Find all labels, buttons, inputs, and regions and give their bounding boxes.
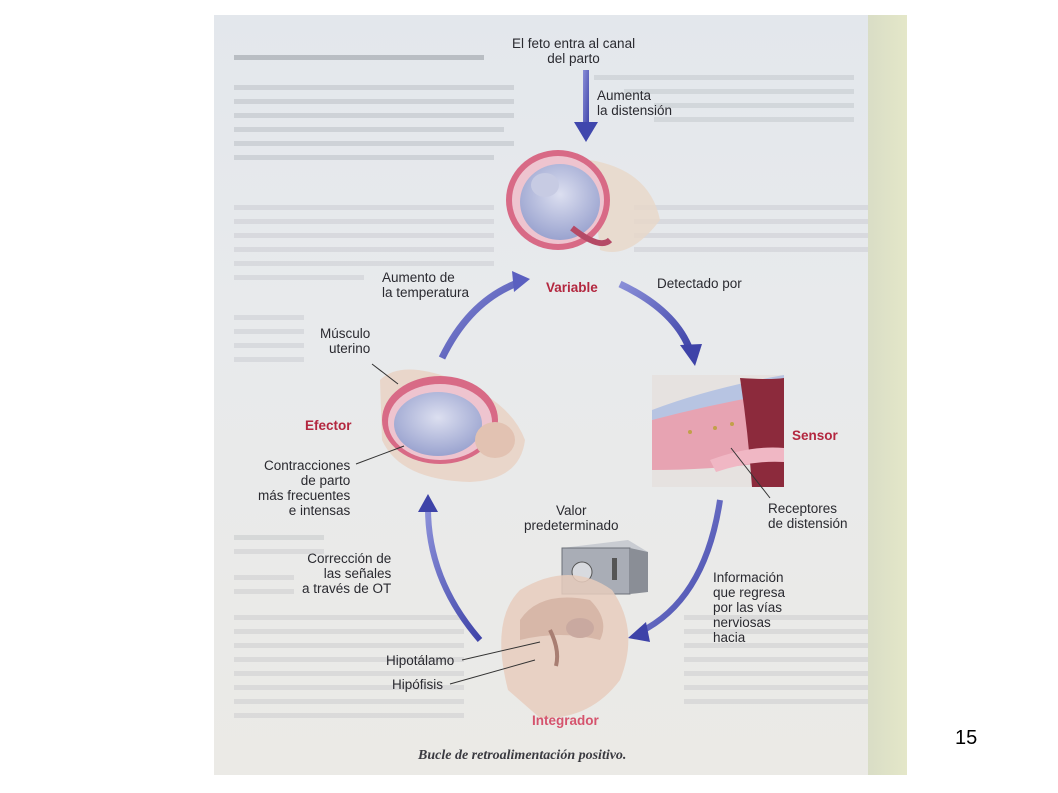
integrator-label: Integrador [532,713,599,728]
ghost-text-line [234,713,464,718]
ghost-text-line [234,615,464,620]
top-label: El feto entra al canal del parto [512,36,636,66]
ghost-text-line [684,643,894,648]
down-arrow [574,70,598,142]
background-text-lines [234,55,894,718]
figure-caption: Bucle de retroalimentación positivo. [418,748,627,763]
ghost-text-line [654,103,854,108]
ghost-text-line [234,671,464,676]
ghost-text-line [654,117,854,122]
ghost-text-line [234,643,464,648]
ghost-text-line [234,329,304,334]
variable-label: Variable [546,280,598,295]
stimulus-label: Aumenta la distensión [597,88,673,118]
ghost-text-line [634,219,894,224]
ghost-text-line [234,127,504,132]
ghost-text-line [234,155,494,160]
ghost-text-line [684,629,894,634]
ghost-text-line [234,685,464,690]
info-label: Información que regresa por las vías ner… [713,570,786,645]
ghost-text-line [234,535,324,540]
ghost-text-line [684,671,894,676]
ghost-text-line [634,205,894,210]
effector-label: Efector [305,418,352,433]
sensor-label: Sensor [792,428,838,443]
hypothalamus-label: Hipotálamo [386,653,455,668]
receptors-label: Receptores de distensión [768,501,848,531]
ghost-text-line [624,89,854,94]
uterine-wall-sensor-illustration [652,375,784,499]
ghost-text-line [234,575,294,580]
ghost-text-line [594,75,854,80]
ghost-text-line [234,629,464,634]
temperature-label: Aumento de la temperatura [382,270,470,300]
ghost-text-line [684,615,894,620]
ghost-text-line [234,205,494,210]
ghost-text-line [234,113,514,118]
arrow-to-integrator [638,499,723,635]
head-brain-illustration [501,575,629,719]
muscle-label: Músculo uterino [320,326,371,356]
ghost-text-line [234,85,514,90]
ghost-text-line [234,343,304,348]
ghost-text-line [684,657,894,662]
arrow-to-variable [438,278,522,360]
arrow-to-sensor [618,280,694,352]
ghost-text-line [684,699,894,704]
ghost-text-line [234,99,514,104]
ghost-text-line [234,275,364,280]
correction-label: Corrección de las señales a través de OT [302,551,392,596]
page-number: 15 [955,727,978,749]
ghost-text-line [234,55,484,60]
set-point-label: Valor predeterminado [524,503,619,533]
ghost-text-line [234,589,294,594]
ghost-text-line [234,357,304,362]
effector-uterus-illustration [380,369,525,482]
ghost-text-line [234,315,304,320]
ghost-text-line [234,261,494,266]
ghost-text-line [234,141,514,146]
arrow-to-effector [425,507,483,642]
contractions-label: Contracciones de parto más frecuentes e … [258,458,351,518]
uterus-fetus-illustration [506,150,660,252]
ghost-text-line [234,233,494,238]
ghost-text-line [634,233,894,238]
ghost-text-line [234,657,464,662]
ghost-text-line [234,699,464,704]
pituitary-label: Hipófisis [392,677,444,692]
page-edge [868,15,907,775]
ghost-text-line [684,685,894,690]
ghost-text-line [234,247,494,252]
ghost-text-line [234,549,324,554]
detected-by-label: Detectado por [657,276,742,291]
ghost-text-line [634,247,894,252]
ghost-text-line [234,219,494,224]
